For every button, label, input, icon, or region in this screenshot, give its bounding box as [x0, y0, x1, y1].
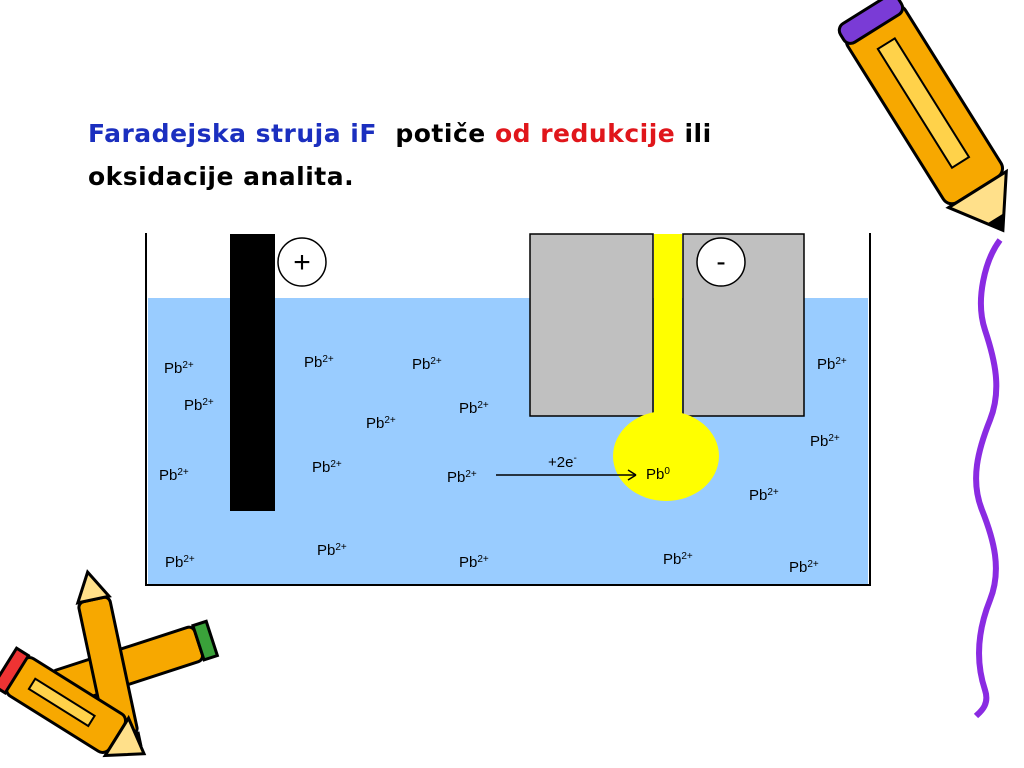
pencil-icon [0, 646, 147, 758]
mercury-column [654, 234, 682, 434]
ion-label: Pb2+ [459, 400, 489, 417]
ion-label: Pb2+ [749, 487, 779, 504]
ion-label: Pb2+ [447, 469, 477, 486]
ion-label: Pb2+ [663, 551, 693, 568]
ion-label: Pb2+ [817, 356, 847, 373]
mercury-drop [613, 411, 719, 501]
title-faradaic-current: Faradejska struja iF [88, 119, 377, 148]
anode-electrode [230, 234, 275, 511]
title-originates: potiče [395, 119, 486, 148]
capillary-left-block [529, 233, 654, 417]
ion-label: Pb2+ [317, 542, 347, 559]
minus-label: - [716, 246, 725, 277]
ion-label: Pb2+ [459, 554, 489, 571]
electron-label: +2e- [548, 453, 577, 471]
plus-label: + [293, 246, 311, 279]
ion-label: Pb2+ [164, 360, 194, 377]
title-reduction: od redukcije [494, 119, 676, 148]
title-line2: oksidacije analita. [88, 162, 355, 191]
pencil-icon [837, 0, 1008, 233]
slide-title: Faradejska struja iF potiče od redukcije… [88, 112, 848, 198]
ion-label: Pb2+ [366, 415, 396, 432]
ion-label: Pb2+ [810, 433, 840, 450]
ion-label: Pb2+ [789, 559, 819, 576]
squiggle-border-decoration [973, 238, 1003, 719]
minus-terminal-icon [696, 237, 746, 287]
ion-label: Pb2+ [165, 554, 195, 571]
ion-label: Pb2+ [184, 397, 214, 414]
ion-labels: Pb2+ Pb2+ Pb2+ Pb2+ Pb2+ Pb2+ Pb2+ Pb2+ … [159, 354, 847, 576]
product-label: Pb0 [646, 466, 670, 483]
ion-label: Pb2+ [312, 459, 342, 476]
pencil-icon [75, 569, 143, 754]
title-or: ili [684, 119, 712, 148]
ion-label: Pb2+ [304, 354, 334, 371]
beaker [145, 233, 871, 586]
arrow-head-icon [627, 469, 637, 481]
plus-terminal-icon [277, 237, 327, 287]
ion-label: Pb2+ [412, 356, 442, 373]
ion-label: Pb2+ [159, 467, 189, 484]
